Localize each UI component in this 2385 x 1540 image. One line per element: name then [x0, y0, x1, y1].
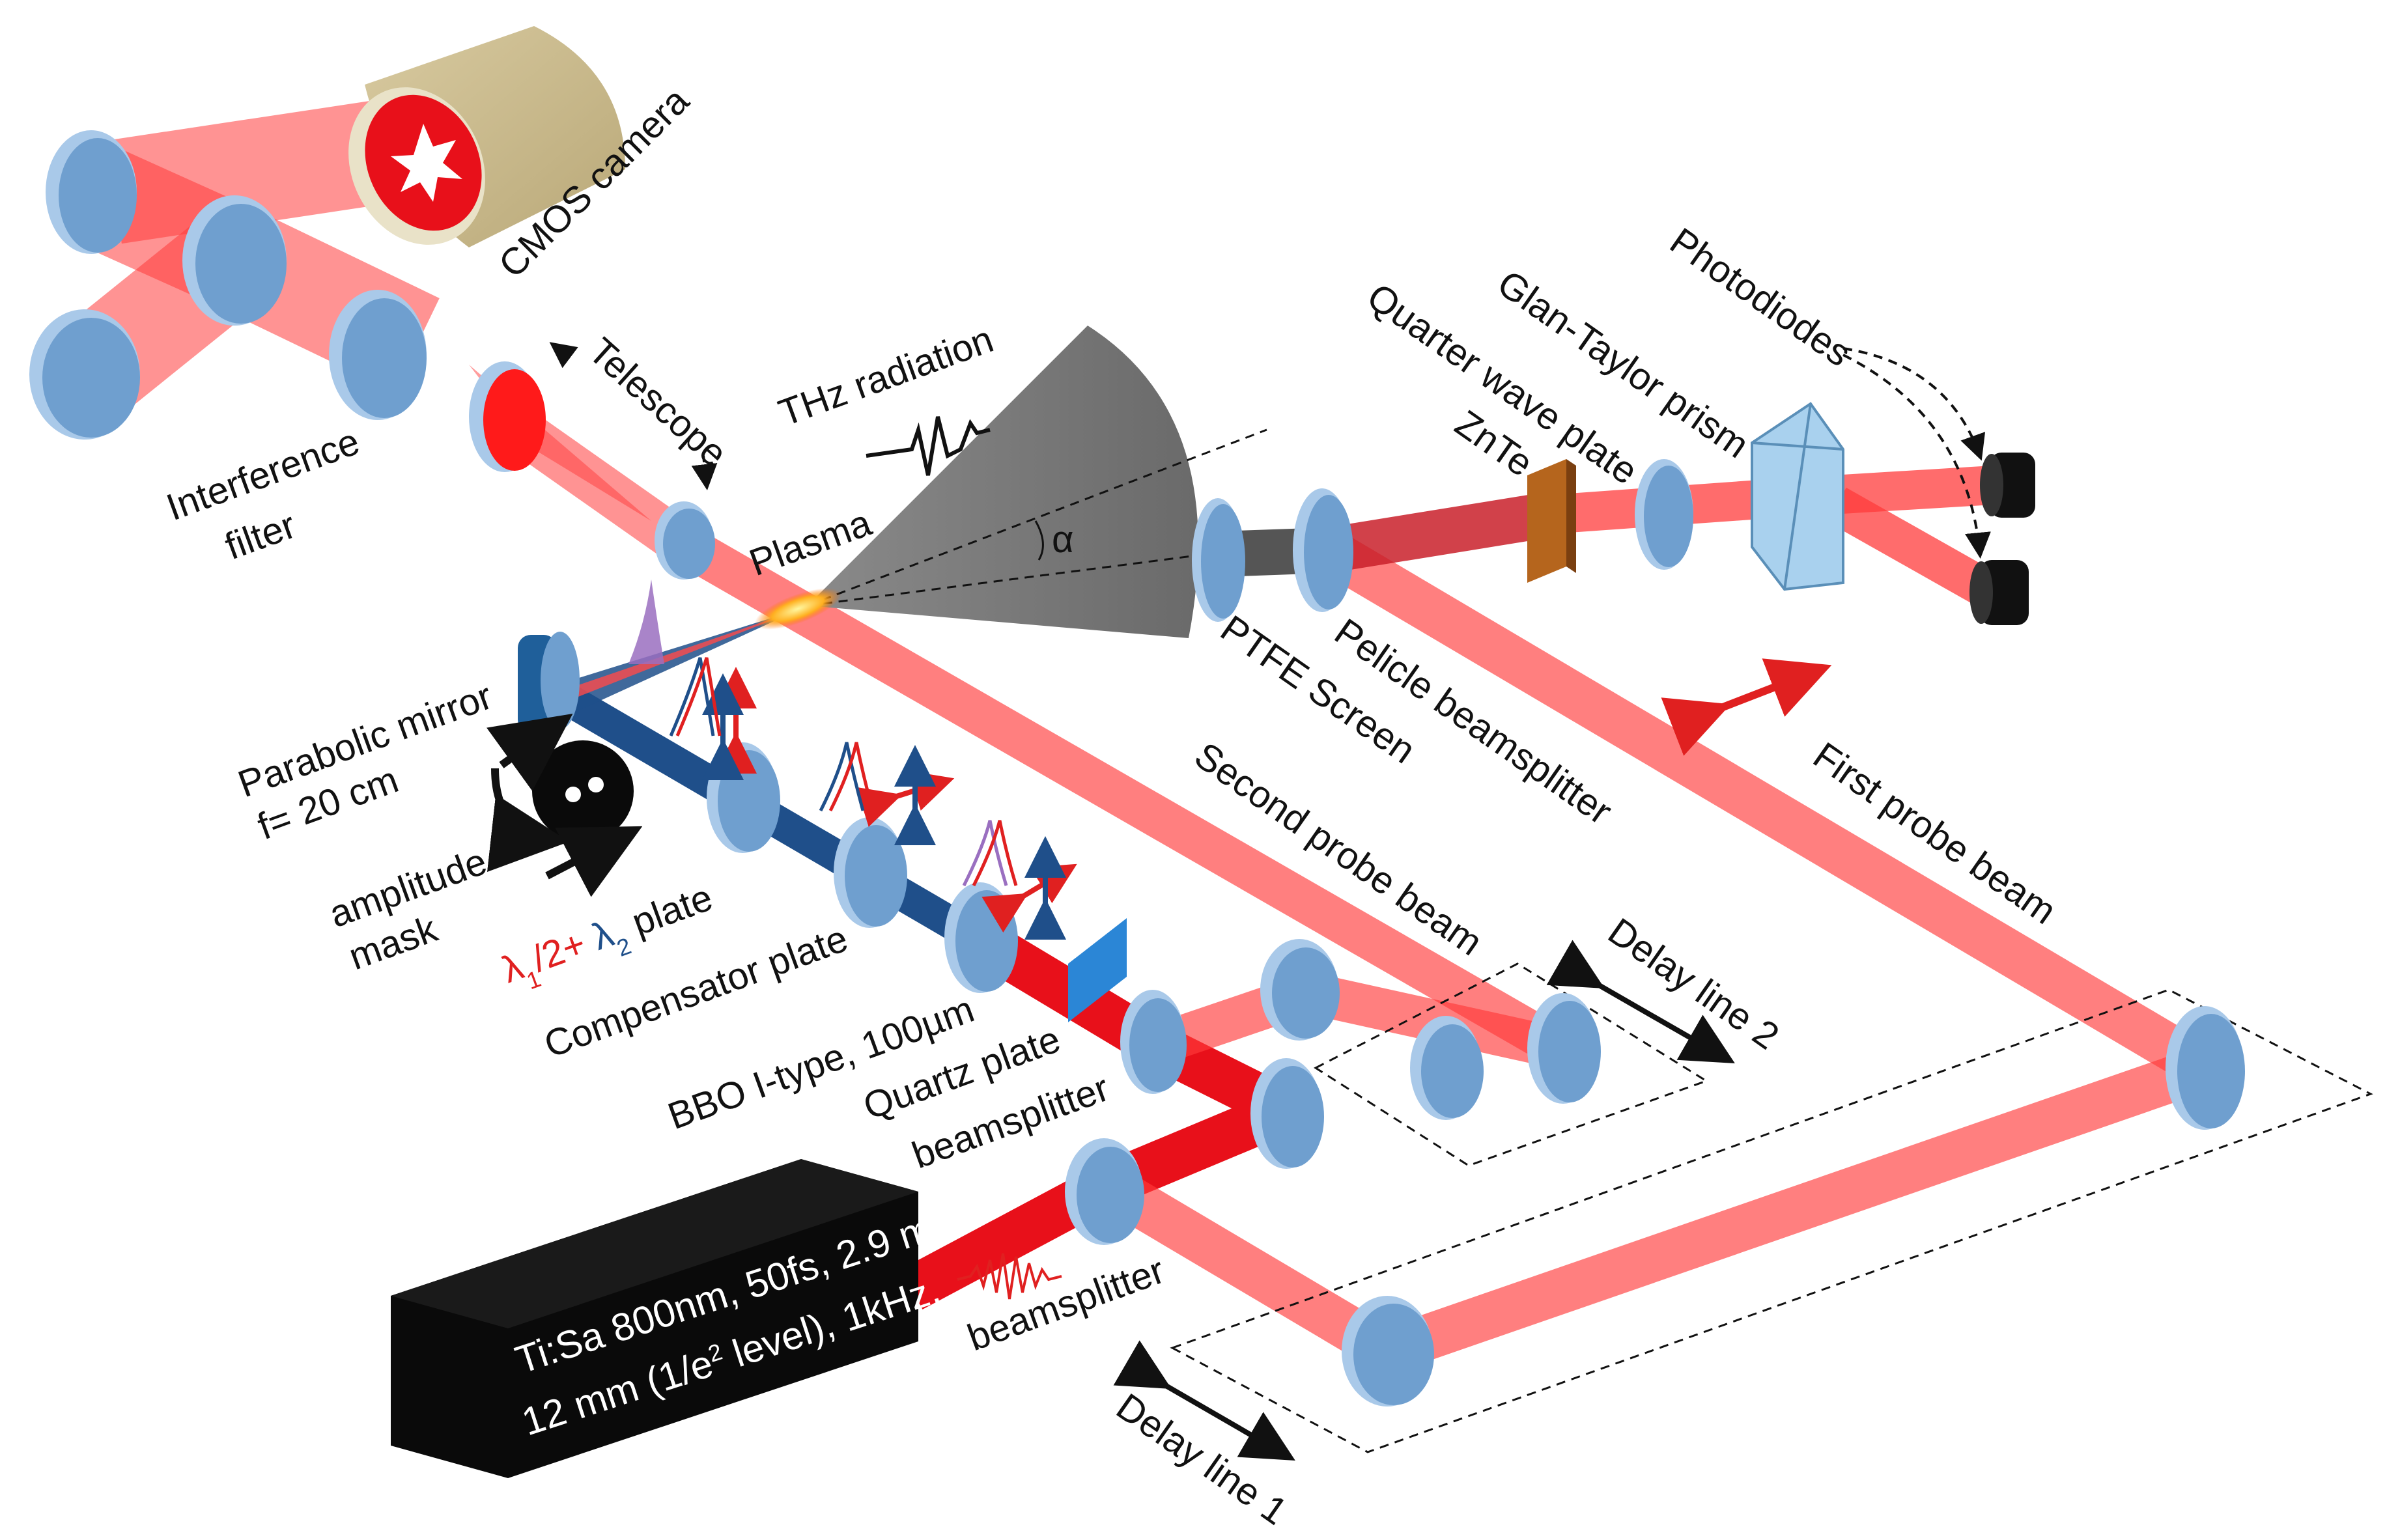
pump-beam-blue — [555, 682, 1002, 962]
pulse-shape-icon — [972, 820, 1018, 887]
beamsplitter — [1120, 990, 1187, 1094]
pulse-shape-icon — [669, 657, 715, 736]
polarization-arrow-icon — [856, 770, 955, 827]
bbo-crystal — [944, 882, 1018, 993]
thz-axis-line — [807, 428, 1267, 607]
pulse-shape-icon — [828, 742, 875, 812]
mirror — [29, 309, 140, 440]
pelicle-beamsplitter — [1293, 488, 1353, 612]
focused-pump-beam-inner — [563, 609, 801, 700]
quartz-beamsplitter — [1250, 1058, 1324, 1169]
alpha-arc — [1034, 520, 1044, 561]
znte-crystal-side — [1566, 459, 1576, 573]
focused-pump-beam — [560, 609, 801, 713]
thz-waveform-icon — [866, 416, 991, 476]
amplitude-mask — [532, 740, 634, 842]
first-probe-beam — [1317, 530, 2216, 1088]
pulse-shape-icon — [675, 657, 722, 736]
beamsplitter — [1065, 1138, 1144, 1245]
cmos-camera — [348, 26, 625, 247]
ptfe-screen — [1192, 498, 1245, 622]
label-interference-2: filter — [219, 504, 301, 568]
thz-axis-line — [807, 549, 1238, 607]
polarization-arrow-icon — [1661, 658, 1832, 756]
delay-line-2-mirror — [1410, 1016, 1484, 1120]
probe-detection-beam — [1827, 487, 1996, 607]
telescope-lens — [469, 361, 546, 472]
delay-line-1-arrow-icon — [1113, 1340, 1295, 1461]
alpha-label: α — [1052, 518, 1074, 561]
telescope-pointer-arrow — [691, 455, 718, 490]
pulse-shape-icon — [962, 820, 1008, 887]
glan-taylor-prism — [1751, 402, 1844, 591]
delay-line-1-mirror — [1342, 1296, 1434, 1407]
telescope-lens — [655, 501, 715, 580]
quartz-plate — [1068, 918, 1127, 1022]
optical-elements — [29, 130, 2245, 1407]
label-glan-taylor: Glan-Taylor prism — [1490, 262, 1757, 466]
parabolic-mirror — [518, 632, 580, 733]
pulse-shape-icon — [819, 742, 865, 812]
photodiode — [1980, 453, 2035, 518]
label-delay-line-2: Delay line 2 — [1601, 910, 1787, 1057]
label-telescope: Telescope — [580, 329, 735, 475]
znte-crystal — [1527, 459, 1566, 583]
photodiode — [1969, 560, 2029, 625]
laser-source: Ti:Sa 800nm, 50fs, 2.9 mJ, 12 mm (1/e2 l… — [391, 1159, 967, 1478]
delay-line-1-mirror — [2166, 1006, 2245, 1130]
lambda-plate — [707, 742, 780, 853]
mask-arrow-icon — [487, 713, 573, 791]
label-photodiodes: Photodiodes — [1663, 219, 1859, 374]
label-thz-radiation: THz radiation — [773, 318, 998, 434]
photodiode-pointer-arrow — [1842, 347, 1986, 461]
camera-flash-icon — [391, 124, 462, 202]
delay-line-2-arrow-icon — [1546, 940, 1735, 1063]
quarter-wave-plate — [1635, 459, 1693, 570]
probe-detection-beam — [1325, 492, 1554, 573]
delay-line-boxes — [1170, 962, 2373, 1453]
laser-pulse-icon — [957, 1253, 1062, 1300]
thz-cone-group: α — [754, 326, 1267, 638]
first-probe-segment — [1095, 1165, 1399, 1371]
photodiode-pointer-arrow — [1842, 354, 1991, 559]
pulse-shape-icon — [628, 580, 664, 664]
plasma — [754, 588, 841, 630]
first-probe-segment — [1379, 1046, 2212, 1373]
interference-filter — [329, 290, 427, 420]
telescope-pointer-arrow — [549, 342, 578, 369]
mirror — [46, 130, 137, 254]
delay-line-1-box — [1170, 988, 2373, 1453]
mask-arrow-icon — [545, 826, 643, 897]
second-probe-beam — [667, 522, 1570, 1067]
mirror — [1260, 939, 1340, 1041]
compensator-plate — [834, 817, 907, 928]
thz-cone — [808, 326, 1198, 638]
mirror — [182, 195, 287, 326]
